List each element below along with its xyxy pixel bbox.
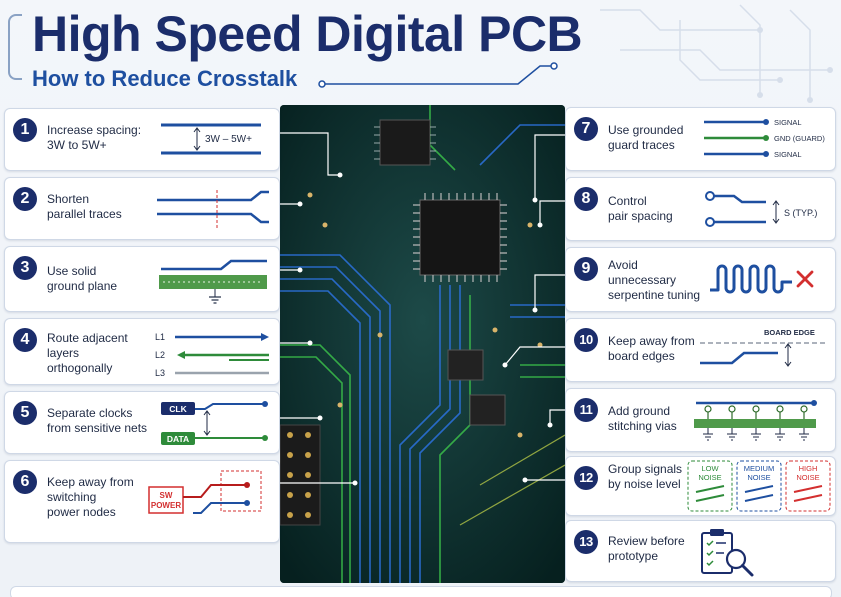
tip-number-badge: 1 <box>13 118 37 142</box>
clock-separation-illustration: CLK DATA <box>161 401 268 445</box>
tip-number-badge: 5 <box>13 401 37 425</box>
clipboard-magnifier-icon <box>701 529 754 577</box>
sw-power-label-line2: POWER <box>151 501 181 510</box>
tip-text: Keep away from board edges <box>608 334 695 363</box>
tip-card-3: 3 Use solid ground plane <box>4 246 280 312</box>
tip-number-badge: 10 <box>574 328 598 352</box>
tip-card-2: 2 Shorten parallel traces <box>4 177 280 240</box>
switching-power-illustration: SW POWER <box>148 470 262 514</box>
sw-power-label-line1: SW <box>160 491 173 500</box>
low-noise-label-line2: NOISE <box>698 473 721 482</box>
tip-card-6: 6 Keep away from switching power nodes S… <box>4 460 280 543</box>
tip-text: Use grounded guard traces <box>608 123 684 152</box>
high-noise-label-line2: NOISE <box>796 473 819 482</box>
tip-text: Shorten parallel traces <box>47 192 122 221</box>
board-edge-illustration: BOARD EDGE <box>700 328 828 367</box>
ground-plane-illustration <box>159 259 267 304</box>
medium-noise-label-line2: NOISE <box>747 473 770 482</box>
tip-number-badge: 12 <box>574 466 598 490</box>
tip-number-badge: 9 <box>574 257 598 281</box>
tip-card-10: 10 Keep away from board edges BOARD EDGE <box>565 318 836 382</box>
tip-card-4: 4 Route adjacent layers orthogonally L1 … <box>4 318 280 385</box>
tip-number-badge: 3 <box>13 256 37 280</box>
tip-card-9: 9 Avoid unnecessary serpentine tuning <box>565 247 836 312</box>
page-subtitle: How to Reduce Crosstalk <box>32 66 298 91</box>
high-noise-label-line1: HIGH <box>799 464 818 473</box>
red-x-icon <box>796 270 814 288</box>
orthogonal-layers-illustration: L1 L2 L3 <box>155 332 269 378</box>
clk-label: CLK <box>169 404 187 414</box>
parallel-traces-illustration <box>157 190 269 228</box>
tip-text: Route adjacent layers orthogonally <box>47 331 128 375</box>
title-bracket-decoration <box>8 14 22 80</box>
tip-card-8: 8 Control pair spacing S (TYP.) <box>565 177 836 241</box>
tip-card-7: 7 Use grounded guard traces SIGNAL GND (… <box>565 107 836 171</box>
low-noise-label-line1: LOW <box>701 464 719 473</box>
tip-card-1: 1 Increase spacing: 3W to 5W+ 3W – 5W+ <box>4 108 280 171</box>
tip-text: Control pair spacing <box>608 194 673 223</box>
serpentine-illustration <box>710 264 814 294</box>
pcb-photo <box>280 105 565 583</box>
spacing-label: 3W – 5W+ <box>205 134 252 145</box>
tip-card-11: 11 Add ground stitching vias <box>565 388 836 452</box>
board-edge-label: BOARD EDGE <box>764 328 815 337</box>
page-title: High Speed Digital PCB <box>32 6 583 62</box>
tip-number-badge: 11 <box>574 398 598 422</box>
layer-l3-label: L3 <box>155 368 165 378</box>
guard-traces-illustration: SIGNAL GND (GUARD) SIGNAL <box>704 118 825 159</box>
tip-text: Add ground stitching vias <box>608 404 677 433</box>
spacing-illustration: 3W – 5W+ <box>161 123 261 155</box>
tip-number-badge: 4 <box>13 328 37 352</box>
tip-text: Increase spacing: 3W to 5W+ <box>47 123 142 152</box>
tip-text: Review before prototype <box>608 534 685 563</box>
medium-noise-label-line1: MEDIUM <box>744 464 774 473</box>
pair-spacing-illustration: S (TYP.) <box>705 191 817 227</box>
signal-bottom-label: SIGNAL <box>774 150 802 159</box>
tip-card-12: 12 Group signals by noise level LOW NOIS… <box>565 456 836 516</box>
tip-text: Separate clocks from sensitive nets <box>47 406 148 435</box>
data-label: DATA <box>167 434 189 444</box>
noise-groups-illustration: LOW NOISE MEDIUM NOISE HIGH NOISE <box>687 460 831 512</box>
tip-number-badge: 6 <box>13 470 37 494</box>
layer-l2-label: L2 <box>155 350 165 360</box>
bottom-bar <box>10 586 832 597</box>
signal-top-label: SIGNAL <box>774 118 802 127</box>
pair-spacing-label: S (TYP.) <box>784 208 817 218</box>
tip-card-5: 5 Separate clocks from sensitive nets CL… <box>4 391 280 454</box>
tip-text: Keep away from switching power nodes <box>47 475 134 519</box>
tip-text: Group signals by noise level <box>608 462 683 491</box>
tip-number-badge: 7 <box>574 117 598 141</box>
tip-text: Avoid unnecessary serpentine tuning <box>608 258 701 302</box>
stitching-vias-illustration <box>694 400 817 441</box>
gnd-guard-label: GND (GUARD) <box>774 134 825 143</box>
subtitle-trace-decoration <box>318 62 558 88</box>
ground-symbol-icon <box>209 296 221 304</box>
tip-card-13: 13 Review before prototype <box>565 520 836 582</box>
tip-number-badge: 13 <box>574 530 598 554</box>
tip-number-badge: 8 <box>574 187 598 211</box>
layer-l1-label: L1 <box>155 332 165 342</box>
tip-text: Use solid ground plane <box>47 264 118 293</box>
tip-number-badge: 2 <box>13 187 37 211</box>
